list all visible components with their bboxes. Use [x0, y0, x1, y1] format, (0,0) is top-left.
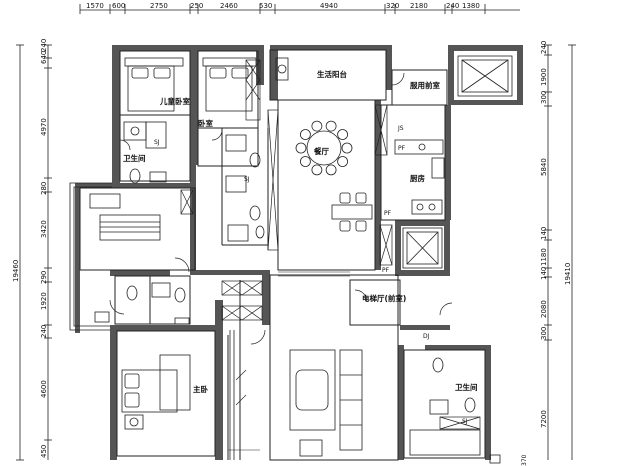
living-sofa-set — [289, 349, 363, 457]
structural-walls — [75, 45, 523, 460]
stair-core-top — [457, 55, 513, 97]
master-bed — [121, 354, 191, 430]
dim-top-5: 2460 — [220, 2, 238, 10]
bathroom-1-fixtures — [123, 121, 167, 184]
dim-right-3: 300 — [540, 91, 548, 104]
dim-left-10: 450 — [40, 445, 48, 458]
label-living-balcony: 生活阳台 — [317, 69, 347, 79]
dim-right-1: 240 — [540, 41, 548, 54]
kids-bed — [124, 57, 184, 112]
dim-left-9: 4600 — [40, 380, 48, 398]
bathroom-2-fixtures — [225, 134, 265, 242]
partition-walls — [79, 49, 486, 461]
dining-chair — [299, 156, 311, 167]
dim-left-4: 280 — [40, 182, 48, 195]
dining-chair — [341, 142, 353, 154]
dim-top-2: 600 — [112, 2, 125, 10]
window-marks — [228, 271, 350, 451]
kitchen-counters — [394, 139, 445, 215]
label-kids-bedroom: 儿童卧室 — [159, 96, 190, 106]
dim-top-4: 250 — [190, 2, 203, 10]
washer — [275, 57, 289, 81]
dim-right-9: 300 — [540, 327, 548, 340]
dim-left-7: 1920 — [40, 292, 48, 310]
lower-right-bath — [409, 357, 501, 464]
label-service-foyer: 服用前室 — [410, 80, 440, 90]
top-dimension-chain — [79, 4, 520, 14]
label-sj-1: SJ — [154, 139, 160, 146]
dining-chair — [295, 142, 307, 154]
dining-chair — [311, 120, 323, 132]
right-dimension-chain — [544, 44, 576, 460]
dim-right-7: 140 — [540, 267, 548, 280]
label-pf-2: PF — [382, 267, 390, 274]
door-swings — [109, 72, 453, 345]
left-dimension-chain — [16, 44, 52, 461]
dim-left-5: 3420 — [40, 220, 48, 238]
dining-chair — [311, 164, 323, 176]
dining-chair — [325, 120, 337, 132]
dim-top-9: 2180 — [410, 2, 428, 10]
label-dining: 餐厅 — [313, 146, 329, 156]
dim-top-8: 320 — [386, 2, 399, 10]
dim-right-6: 1180 — [540, 248, 548, 266]
dim-left-total: 19460 — [12, 260, 20, 282]
bedroom-bed — [202, 57, 257, 112]
label-dj: DJ — [423, 333, 430, 340]
dim-right-10: 7200 — [540, 410, 548, 428]
dim-top-3: 2750 — [150, 2, 168, 10]
label-bathroom-2: 卫生间 — [455, 382, 478, 392]
lower-left-bath — [94, 282, 190, 325]
dim-right-2: 1900 — [540, 68, 548, 86]
dim-left-1: 640 — [40, 51, 48, 64]
dim-top-1: 1570 — [86, 2, 104, 10]
label-kitchen: 厨房 — [410, 173, 425, 183]
dim-right-4: 5840 — [540, 158, 548, 176]
dim-left-8: 240 — [40, 325, 48, 338]
dim-top-6: 530 — [259, 2, 272, 10]
dining-chair — [325, 164, 337, 176]
label-pf-1: PF — [398, 145, 406, 152]
dim-top-7: 4940 — [320, 2, 338, 10]
label-pf-3: PF — [384, 210, 392, 217]
label-js: JS — [397, 125, 404, 132]
dim-left-2: 240 — [40, 39, 48, 52]
label-sj-3: SJ — [462, 418, 468, 425]
dim-left-3: 4970 — [40, 118, 48, 136]
dim-right-5: 140 — [540, 227, 548, 240]
dim-top-11: 1380 — [462, 2, 480, 10]
label-bathroom-1: 卫生间 — [123, 153, 146, 163]
dining-chair — [299, 129, 311, 140]
label-sj-2: SJ — [244, 176, 250, 183]
middle-room-bed — [89, 193, 161, 241]
dim-right-8: 2080 — [540, 300, 548, 318]
label-master-bedroom: 主卧 — [193, 384, 208, 394]
dining-chair — [337, 129, 349, 140]
dim-right-total: 19410 — [564, 263, 572, 285]
elevator-shaft — [402, 227, 443, 269]
dim-left-6: 290 — [40, 271, 48, 284]
dim-top-10: 240 — [446, 2, 459, 10]
dining-chair — [337, 156, 349, 167]
label-elevator-hall: 电梯厅(前室) — [362, 293, 406, 303]
long-dining-table — [331, 192, 373, 232]
balcony-railing — [69, 182, 235, 460]
round-dining-table — [295, 120, 353, 176]
label-bedroom: 卧室 — [198, 118, 213, 128]
dim-bottom-fragment: 370 — [521, 454, 528, 466]
